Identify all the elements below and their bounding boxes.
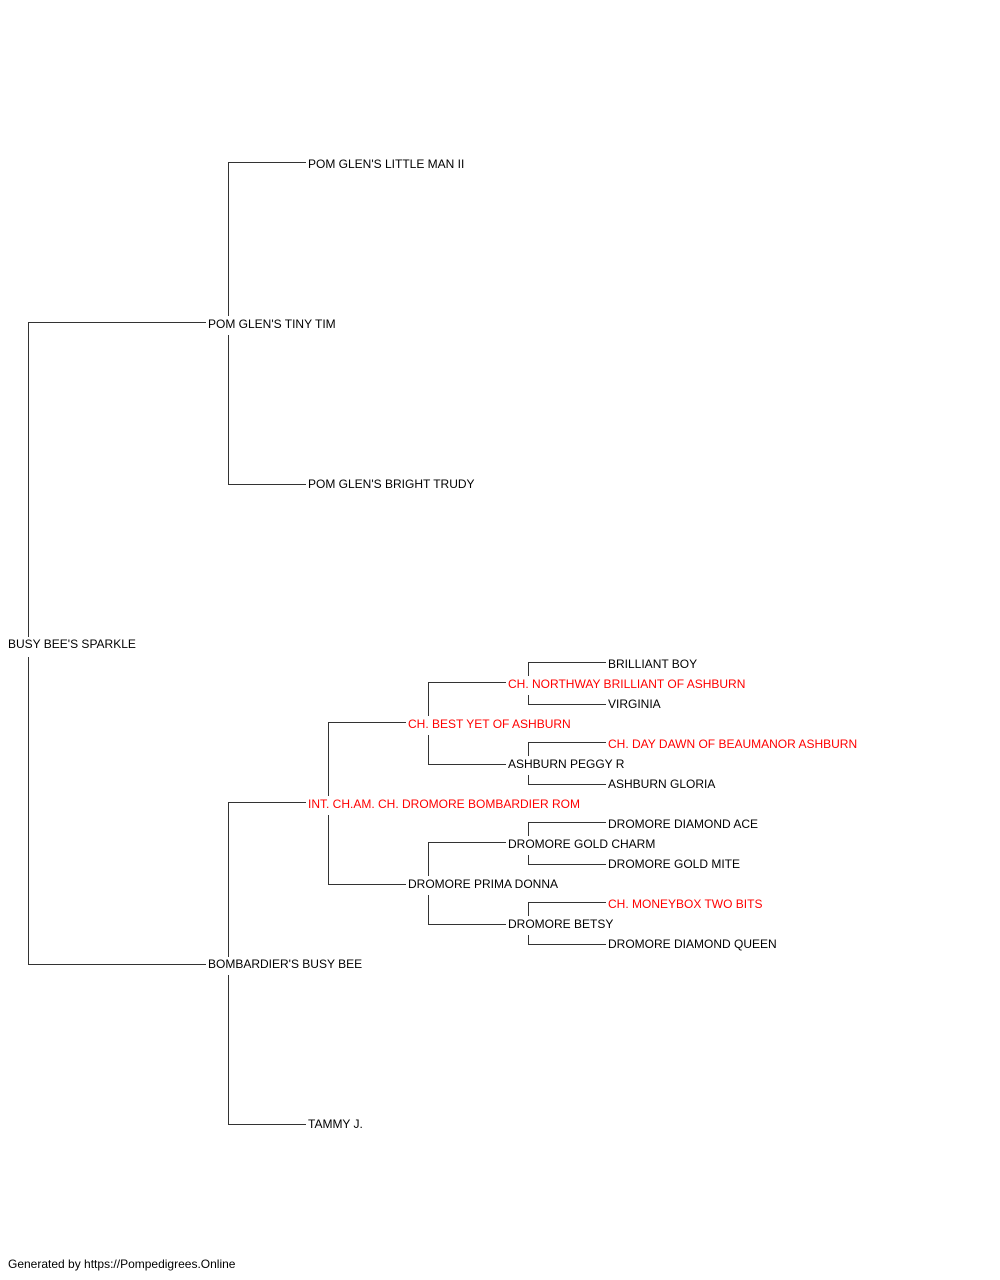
dog-sire: POM GLEN'S TINY TIM (208, 317, 337, 331)
connector-dsd-dam (428, 895, 506, 925)
dog-subject: BUSY BEE'S SPARKLE (8, 637, 137, 651)
dog-dam-sire: INT. CH.AM. CH. DROMORE BOMBARDIER ROM (308, 797, 582, 811)
dog-dam-sire-sire-dam: ASHBURN PEGGY R (508, 757, 626, 771)
dog-dsdd-sire: CH. MONEYBOX TWO BITS (608, 897, 764, 911)
connector-dss-dam (428, 735, 506, 765)
connector-subject-dam (28, 657, 206, 965)
dog-dsds-dam: DROMORE GOLD MITE (608, 857, 742, 871)
connector-dam-sire (228, 802, 306, 957)
dog-dsss-sire: BRILLIANT BOY (608, 657, 699, 671)
connector-dssd-dam (528, 775, 606, 785)
connector-dsdd-sire (528, 902, 606, 916)
dog-dam: BOMBARDIER'S BUSY BEE (208, 957, 364, 971)
dog-dssd-dam: ASHBURN GLORIA (608, 777, 717, 791)
connector-dsd-sire (428, 842, 506, 876)
dog-dam-dam: TAMMY J. (308, 1117, 364, 1131)
connector-dam-dam (228, 975, 306, 1125)
connector-dsds-sire (528, 822, 606, 836)
connector-dam-sire-dam (328, 815, 406, 885)
connector-dsdd-dam (528, 935, 606, 945)
dog-dsdd-dam: DROMORE DIAMOND QUEEN (608, 937, 778, 951)
dog-dam-sire-dam: DROMORE PRIMA DONNA (408, 877, 560, 891)
dog-dam-sire-dam-sire: DROMORE GOLD CHARM (508, 837, 657, 851)
connector-dss-sire (428, 682, 506, 716)
connector-dsss-sire (528, 662, 606, 676)
connector-dsss-dam (528, 695, 606, 705)
connector-dsds-dam (528, 855, 606, 865)
dog-sire-dam: POM GLEN'S BRIGHT TRUDY (308, 477, 476, 491)
dog-dsss-dam: VIRGINIA (608, 697, 662, 711)
dog-dam-sire-dam-dam: DROMORE BETSY (508, 917, 615, 931)
connector-subject-sire (28, 322, 206, 637)
connector-sire-dam (228, 335, 306, 485)
connector-sire-sire (228, 162, 306, 316)
generated-by-footer: Generated by https://Pompedigrees.Online (8, 1257, 236, 1271)
dog-dsds-sire: DROMORE DIAMOND ACE (608, 817, 760, 831)
dog-sire-sire: POM GLEN'S LITTLE MAN II (308, 157, 466, 171)
dog-dam-sire-sire: CH. BEST YET OF ASHBURN (408, 717, 572, 731)
connector-dam-sire-sire (328, 722, 406, 796)
dog-dssd-sire: CH. DAY DAWN OF BEAUMANOR ASHBURN (608, 737, 859, 751)
dog-dam-sire-sire-sire: CH. NORTHWAY BRILLIANT OF ASHBURN (508, 677, 747, 691)
connector-dssd-sire (528, 742, 606, 756)
